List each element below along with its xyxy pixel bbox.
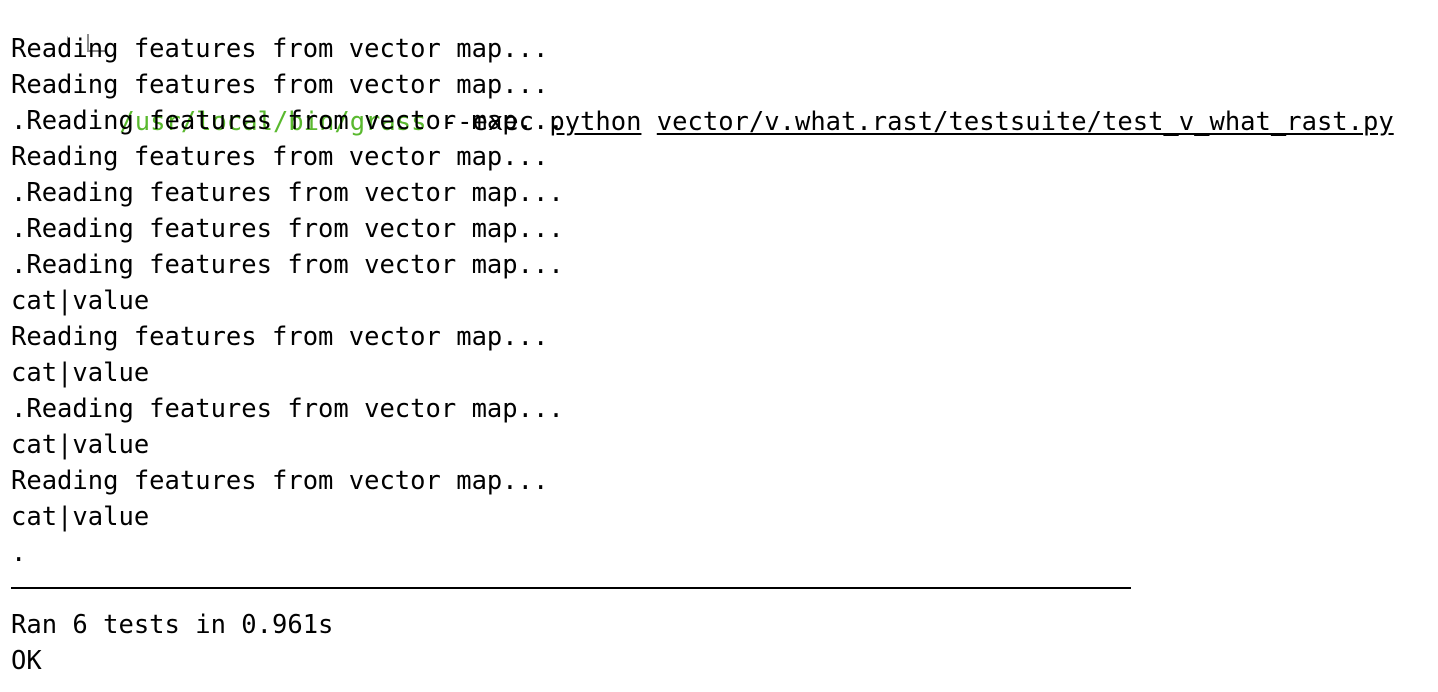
output-line: cat|value: [11, 286, 150, 316]
command-flag: --exec: [441, 107, 534, 137]
output-line: Reading features from vector map...: [11, 34, 549, 64]
separator-rule: [11, 587, 1131, 589]
output-line: .Reading features from vector map...: [11, 106, 564, 136]
prompt-corner-icon: [61, 32, 119, 140]
command-script-path: vector/v.what.rast/testsuite/test_v_what…: [656, 107, 1394, 137]
output-line: Reading features from vector map...: [11, 466, 549, 496]
output-line: Reading features from vector map...: [11, 322, 549, 352]
output-line: .Reading features from vector map...: [11, 394, 564, 424]
command-path: /usr/local/bin/grass: [119, 107, 427, 137]
output-line: Reading features from vector map...: [11, 70, 549, 100]
output-line: .: [11, 538, 27, 568]
output-line: .Reading features from vector map...: [11, 178, 564, 208]
output-line: .Reading features from vector map...: [11, 250, 564, 280]
output-line: cat|value: [11, 358, 150, 388]
test-status-line: OK: [11, 646, 42, 676]
output-line: Reading features from vector map...: [11, 142, 549, 172]
command-prompt-line: /usr/local/bin/grass --exec python vecto…: [0, 0, 1394, 137]
output-line: cat|value: [11, 502, 150, 532]
output-line: cat|value: [11, 430, 150, 460]
command-program: python: [549, 107, 642, 137]
output-line: .Reading features from vector map...: [11, 214, 564, 244]
test-summary-line: Ran 6 tests in 0.961s: [11, 610, 334, 640]
